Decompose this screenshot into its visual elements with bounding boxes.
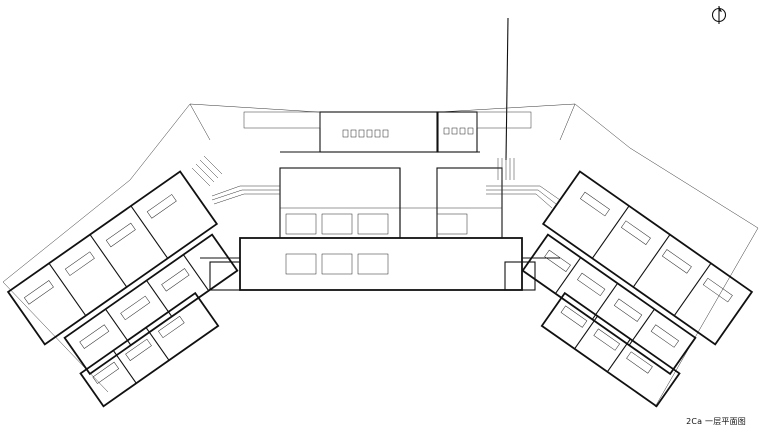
right-wing [521, 170, 754, 376]
north-arrow-icon [711, 6, 727, 24]
central-block [191, 111, 561, 291]
drawing-caption: 2Ca 一层平面图 [686, 417, 746, 426]
connectors [200, 257, 560, 291]
mast-line [505, 17, 509, 161]
left-wing [6, 170, 239, 376]
right-wing-lower [540, 291, 681, 408]
left-wing-lower [79, 291, 220, 408]
